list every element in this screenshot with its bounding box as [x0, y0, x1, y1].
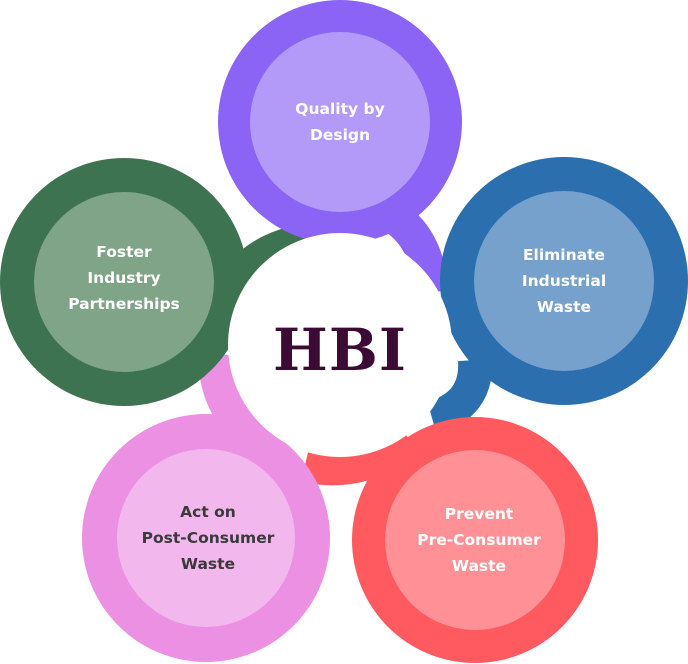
eliminate-inner	[474, 191, 654, 371]
act-inner	[117, 449, 295, 627]
label-line: Foster	[96, 243, 152, 261]
node-act-label: Act on Post-Consumer Waste	[128, 499, 288, 577]
prevent-inner	[385, 450, 565, 630]
node-eliminate-label: Eliminate Industrial Waste	[484, 242, 644, 320]
label-line: Prevent	[444, 505, 514, 523]
label-line: Waste	[180, 555, 236, 573]
label-line: Act on	[180, 503, 236, 521]
foster-inner	[34, 192, 214, 372]
center-circle	[228, 233, 452, 457]
label-line: Waste	[536, 298, 592, 316]
label-line: Quality by	[295, 100, 385, 118]
eliminate-tail	[426, 358, 493, 435]
label-line: Pre-Consumer	[417, 531, 541, 549]
node-foster-label: Foster Industry Partnerships	[44, 239, 204, 317]
label-line: Industry	[87, 269, 161, 287]
label-line: Industrial	[521, 272, 607, 290]
node-quality-label: Quality by Design	[260, 96, 420, 148]
label-line: Waste	[451, 557, 507, 575]
quality-inner	[250, 32, 430, 212]
label-line: Design	[309, 126, 371, 144]
label-line: Post-Consumer	[141, 529, 275, 547]
label-line: Partnerships	[68, 295, 180, 313]
hbi-logo: HBI	[273, 316, 407, 384]
node-prevent-label: Prevent Pre-Consumer Waste	[399, 501, 559, 579]
label-line: Eliminate	[522, 246, 606, 264]
